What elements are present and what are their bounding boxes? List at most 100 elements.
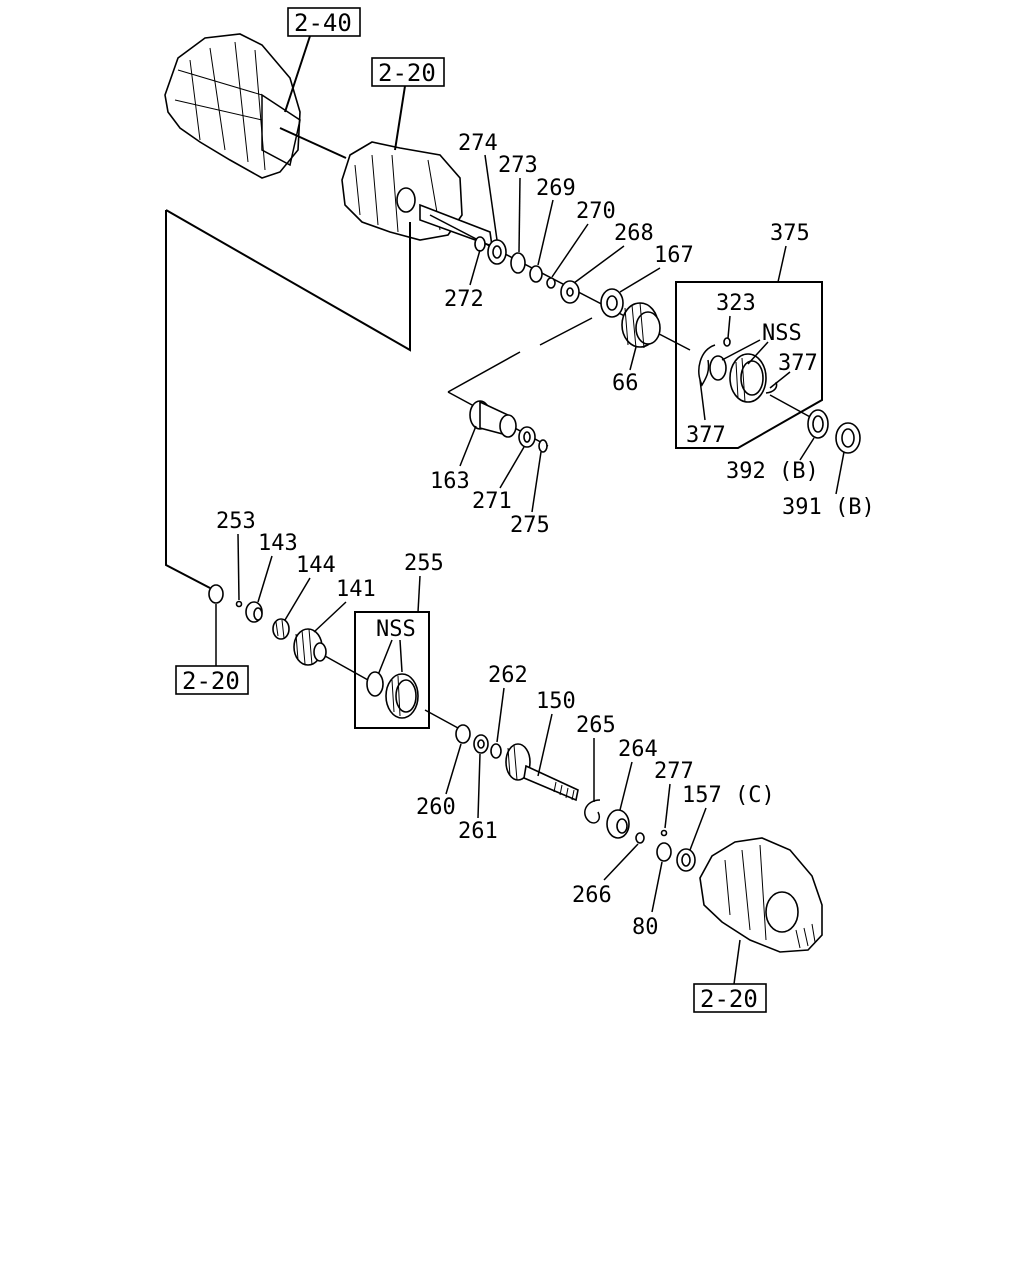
leader-143 (257, 555, 273, 603)
label-part-163[interactable]: 163 (430, 469, 470, 494)
part-272-ring[interactable] (474, 236, 486, 252)
label-part-391[interactable]: 391 (B) (782, 495, 875, 520)
part-277-ball[interactable] (660, 829, 668, 837)
label-part-273[interactable]: 273 (498, 153, 538, 178)
label-part-80[interactable]: 80 (632, 915, 659, 940)
part-143-bushing[interactable] (245, 601, 263, 623)
label-part-274[interactable]: 274 (458, 131, 498, 156)
label-part-271[interactable]: 271 (472, 489, 512, 514)
assembly-box-255 (354, 611, 430, 729)
label-part-265[interactable]: 265 (576, 713, 616, 738)
ref-box-2-40[interactable] (287, 7, 361, 37)
part-268-washer[interactable] (560, 280, 580, 304)
leader-270 (551, 223, 589, 278)
part-163-countershaft[interactable] (469, 400, 517, 438)
part-323-pin[interactable] (723, 337, 731, 347)
part-270-ring[interactable] (546, 277, 556, 289)
part-391-nut[interactable] (835, 422, 861, 454)
part-266-ring[interactable] (635, 832, 645, 844)
label-part-269[interactable]: 269 (536, 176, 576, 201)
leader-392 (799, 437, 815, 461)
part-washer-left[interactable] (208, 584, 224, 604)
part-377-ring-left[interactable] (698, 344, 716, 387)
label-part-377-left[interactable]: 377 (686, 423, 726, 448)
label-part-150[interactable]: 150 (536, 689, 576, 714)
label-part-264[interactable]: 264 (618, 737, 658, 762)
leader-157 (689, 807, 707, 851)
label-part-323[interactable]: 323 (716, 291, 756, 316)
part-269-washer[interactable] (529, 265, 543, 283)
part-253-ball[interactable] (235, 600, 243, 608)
leader-144 (284, 577, 311, 621)
leader-274 (484, 154, 498, 241)
housing-2-40-drawing (164, 33, 301, 179)
shaft-line-top (279, 127, 347, 159)
part-275-ring[interactable] (538, 439, 548, 453)
label-part-141[interactable]: 141 (336, 577, 376, 602)
axis-line-255 (424, 709, 459, 729)
leader-255 (417, 575, 421, 613)
label-part-255[interactable]: 255 (404, 551, 444, 576)
label-part-277[interactable]: 277 (654, 759, 694, 784)
label-part-375[interactable]: 375 (770, 221, 810, 246)
leader-375 (777, 245, 787, 283)
label-part-157[interactable]: 157 (C) (682, 783, 775, 808)
part-66-gear[interactable] (621, 302, 661, 349)
part-157-seal[interactable] (676, 848, 696, 872)
label-nss-lower[interactable]: NSS (376, 617, 416, 642)
label-part-167[interactable]: 167 (654, 243, 694, 268)
label-part-143[interactable]: 143 (258, 531, 298, 556)
part-167-gear[interactable] (600, 288, 624, 318)
connector-line-upper (165, 209, 411, 352)
label-part-260[interactable]: 260 (416, 795, 456, 820)
label-part-66[interactable]: 66 (612, 371, 639, 396)
ref-label-2-20-bottom[interactable]: 2-20 (700, 985, 758, 1013)
part-141-gear[interactable] (293, 628, 327, 666)
part-nss-lower-synchro[interactable] (366, 671, 419, 719)
ref-label-2-40[interactable]: 2-40 (294, 9, 352, 37)
label-part-270[interactable]: 270 (576, 199, 616, 224)
part-144-bearing[interactable] (272, 618, 290, 640)
label-part-253[interactable]: 253 (216, 509, 256, 534)
part-273-snapring[interactable] (510, 252, 526, 274)
leader-163 (459, 425, 477, 467)
axis-line-163 (447, 317, 593, 393)
label-part-392[interactable]: 392 (B) (726, 459, 819, 484)
leader-377-right (769, 371, 791, 389)
part-262-ring[interactable] (490, 743, 502, 759)
part-265-snapring[interactable] (584, 799, 601, 824)
label-nss-upper[interactable]: NSS (762, 321, 802, 346)
label-part-261[interactable]: 261 (458, 819, 498, 844)
ref-box-2-20-bottom[interactable] (693, 983, 767, 1013)
part-264-bearing[interactable] (606, 809, 630, 839)
leader-nss-lower-a (377, 639, 393, 676)
assembly-box-375 (675, 281, 823, 449)
ref-box-2-20-left[interactable] (175, 665, 249, 695)
leader-80 (651, 861, 663, 913)
label-part-377-right[interactable]: 377 (778, 351, 818, 376)
label-part-144[interactable]: 144 (296, 553, 336, 578)
part-nss-upper-hub[interactable] (709, 353, 767, 403)
part-260-bearing[interactable] (455, 724, 471, 744)
ref-label-2-20-upper[interactable]: 2-20 (378, 59, 436, 87)
label-part-275[interactable]: 275 (510, 513, 550, 538)
leader-264 (619, 761, 633, 811)
ref-box-2-20-upper[interactable] (371, 57, 445, 87)
leader-262 (496, 687, 505, 743)
label-part-266[interactable]: 266 (572, 883, 612, 908)
label-part-268[interactable]: 268 (614, 221, 654, 246)
ref-label-2-20-left[interactable]: 2-20 (182, 667, 240, 695)
label-part-272[interactable]: 272 (444, 287, 484, 312)
part-261-washer[interactable] (473, 734, 489, 754)
case-2-20-bottom-drawing (699, 837, 823, 953)
leader-266 (603, 843, 639, 881)
part-271-bearing[interactable] (518, 426, 536, 448)
leader-nss-upper-a (721, 339, 761, 361)
part-150-mainshaft[interactable] (505, 743, 579, 802)
part-80-bearing[interactable] (656, 842, 672, 862)
label-part-262[interactable]: 262 (488, 663, 528, 688)
case-2-20-upper-drawing (341, 141, 493, 248)
part-274-bearing[interactable] (487, 239, 507, 265)
part-392-seal[interactable] (807, 409, 829, 439)
